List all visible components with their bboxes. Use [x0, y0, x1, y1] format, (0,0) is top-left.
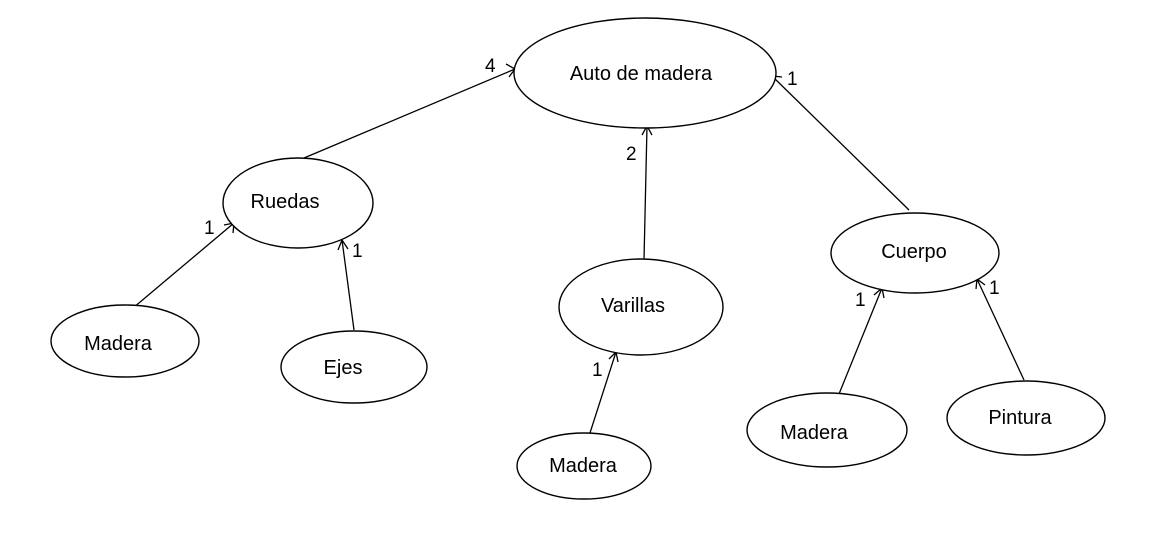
node-shape [280, 330, 428, 404]
node-madera-ruedas: Madera [50, 304, 200, 378]
quantity-varillas-to-auto: 2 [626, 144, 637, 165]
node-ruedas: Ruedas [222, 157, 374, 249]
node-madera-cuerpo: Madera [746, 392, 908, 468]
node-madera-varillas: Madera [516, 432, 652, 500]
edge-pintura-to-cuerpo [976, 278, 1025, 381]
node-cuerpo: Cuerpo [830, 212, 1000, 294]
quantity-ruedas-to-auto: 4 [485, 56, 496, 77]
edge-varillas-to-auto [643, 125, 648, 261]
edge-madera-to-varillas [588, 351, 617, 437]
node-label: Ejes [324, 357, 363, 379]
node-shape [830, 212, 1000, 294]
edge-cuerpo-to-auto [771, 75, 910, 211]
quantity-madera-to-varillas: 1 [592, 360, 603, 381]
node-ejes: Ejes [280, 330, 428, 404]
edge-ruedas-to-auto [303, 68, 516, 159]
quantity-madera-to-cuerpo: 1 [855, 290, 866, 311]
node-shape [946, 380, 1106, 456]
node-varillas: Varillas [558, 258, 724, 356]
node-shape [50, 304, 200, 378]
quantity-cuerpo-to-auto: 1 [787, 69, 798, 90]
node-label: Cuerpo [881, 241, 947, 263]
node-label: Auto de madera [570, 63, 713, 85]
quantity-labels: 4 2 1 1 1 1 1 1 [204, 56, 1000, 381]
quantity-madera-to-ruedas: 1 [204, 218, 215, 239]
edge-madera-to-ruedas [132, 222, 235, 309]
node-shape [516, 432, 652, 500]
node-shape [513, 17, 777, 129]
node-pintura: Pintura [946, 380, 1106, 456]
node-label: Pintura [988, 407, 1052, 429]
node-auto-de-madera: Auto de madera [513, 17, 777, 129]
node-label: Varillas [601, 295, 665, 317]
quantity-pintura-to-cuerpo: 1 [989, 278, 1000, 299]
node-shape [222, 157, 374, 249]
node-label: Madera [780, 422, 849, 444]
edge-ejes-to-ruedas [341, 239, 355, 331]
node-shape [746, 392, 908, 468]
quantity-ejes-to-ruedas: 1 [352, 241, 363, 262]
node-label: Ruedas [251, 191, 320, 213]
node-label: Madera [549, 455, 618, 477]
node-label: Madera [84, 333, 153, 355]
edge-madera-to-cuerpo [838, 287, 883, 395]
node-shape [558, 258, 724, 356]
